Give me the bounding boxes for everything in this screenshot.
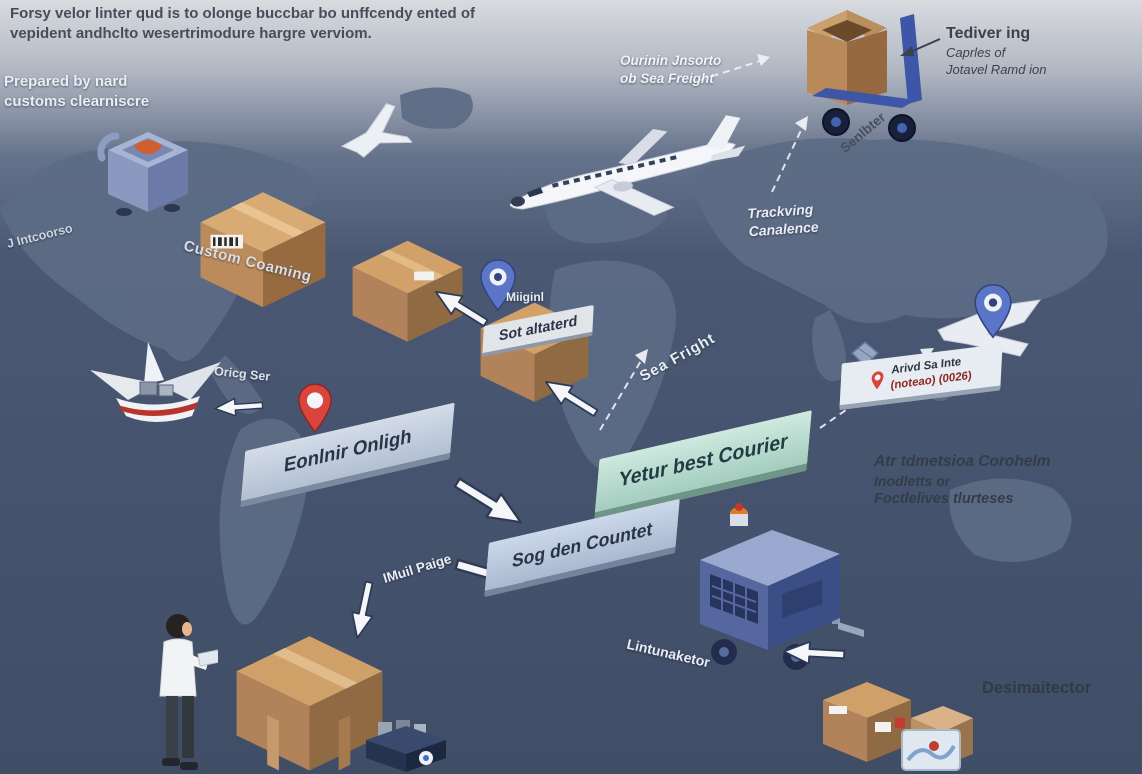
- pointer-arrow-icon: [900, 38, 941, 56]
- note-atr-line2: Inodletts or: [874, 473, 951, 490]
- note-tediver: Tediver ing Caprles of Jotavel Ramd ion: [946, 24, 1046, 79]
- crate-icon: [366, 720, 446, 772]
- note-atr-line1: Atr tdmetsioa Corohelm: [874, 453, 1051, 470]
- flow-arrow-icon: [782, 640, 846, 665]
- location-pin-blue-icon: [974, 283, 1012, 339]
- note-tracking: Trackving Canalence: [747, 200, 819, 241]
- location-pin-blue-icon: [480, 259, 516, 312]
- map-card-icon: [901, 729, 961, 771]
- note-tediver-line2: Caprles of: [946, 44, 1006, 60]
- note-origin-line1: Ourinin Jnsorto: [620, 53, 722, 68]
- note-tediver-line1: Tediver ing: [946, 25, 1031, 42]
- note-prepared-by: Prepared by nard customs clearniscre: [4, 72, 149, 111]
- cargo-box-icon: [352, 240, 463, 342]
- small-plane-icon: [340, 102, 414, 158]
- note-prepared-line1: Prepared by nard: [4, 73, 128, 90]
- plate-arrival: Arivd Sa Inte (noteao) (0026): [839, 343, 1003, 411]
- note-miiginl: Miiginl: [506, 290, 544, 304]
- header-line1: Forsy velor linter qud is to olonge bucc…: [10, 5, 476, 22]
- location-pin-red-icon: [298, 383, 332, 433]
- flow-arrow-icon: [434, 291, 489, 327]
- flow-arrow-icon: [453, 477, 522, 524]
- flow-arrow-icon: [544, 381, 599, 417]
- header-text: Forsy velor linter qud is to olonge bucc…: [10, 4, 475, 43]
- note-origin-line2: ob Sea Freight: [620, 70, 714, 86]
- person-icon: [159, 614, 218, 770]
- note-prepared-line2: customs clearniscre: [4, 92, 150, 110]
- boat-icon: [90, 342, 221, 422]
- note-origin-sea-freight: Ourinin Jnsorto ob Sea Freight: [620, 52, 721, 87]
- header-line2: vepident andhclto wesertrimodure hargre …: [10, 24, 372, 42]
- location-pin-red-mini-icon: [871, 370, 884, 389]
- cargo-box-icon: [236, 636, 383, 771]
- flow-arrow-icon: [214, 397, 264, 417]
- note-atr-line3: Foctlelives tlurteses: [874, 491, 1014, 508]
- note-atr: Atr tdmetsioa Corohelm Inodletts or Foct…: [874, 452, 1051, 509]
- flow-arrow-icon: [351, 580, 374, 639]
- forklift-icon: [700, 503, 864, 670]
- airplane-icon: [509, 115, 746, 216]
- note-tediver-line3: Jotavel Ramd ion: [946, 61, 1047, 77]
- note-desimaitector: Desimaitector: [982, 679, 1092, 697]
- cargo-box-icon: [200, 192, 326, 308]
- hand-truck-icon: [807, 10, 922, 142]
- packing-machine-icon: [97, 132, 188, 216]
